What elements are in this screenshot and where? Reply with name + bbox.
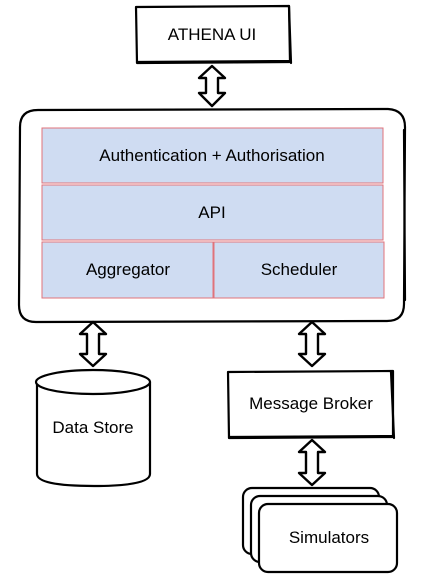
- message-broker-node: Message Broker: [226, 369, 396, 440]
- ui-backend-arrow: [197, 64, 227, 108]
- scheduler-label: Scheduler: [261, 260, 338, 279]
- auth-layer: Authentication + Authorisation: [41, 127, 384, 184]
- api-layer: API: [41, 184, 384, 241]
- backend-broker-arrow: [297, 320, 327, 368]
- scheduler-layer: Scheduler: [213, 241, 385, 299]
- aggregator-layer: Aggregator: [41, 241, 214, 299]
- message-broker-label: Message Broker: [249, 394, 373, 413]
- data-store-node: Data Store: [34, 368, 152, 488]
- data-store-label: Data Store: [52, 418, 133, 437]
- api-layer-label: API: [198, 203, 225, 222]
- simulators-label: Simulators: [289, 528, 369, 547]
- backend-datastore-arrow: [78, 320, 108, 368]
- athena-ui-node: ATHENA UI: [134, 4, 293, 65]
- simulator-card-front: [257, 502, 399, 574]
- broker-simulators-arrow: [297, 438, 327, 487]
- aggregator-label: Aggregator: [86, 260, 170, 279]
- simulators-node: Simulators: [241, 486, 399, 574]
- auth-layer-label: Authentication + Authorisation: [99, 146, 324, 165]
- athena-ui-label: ATHENA UI: [168, 25, 256, 44]
